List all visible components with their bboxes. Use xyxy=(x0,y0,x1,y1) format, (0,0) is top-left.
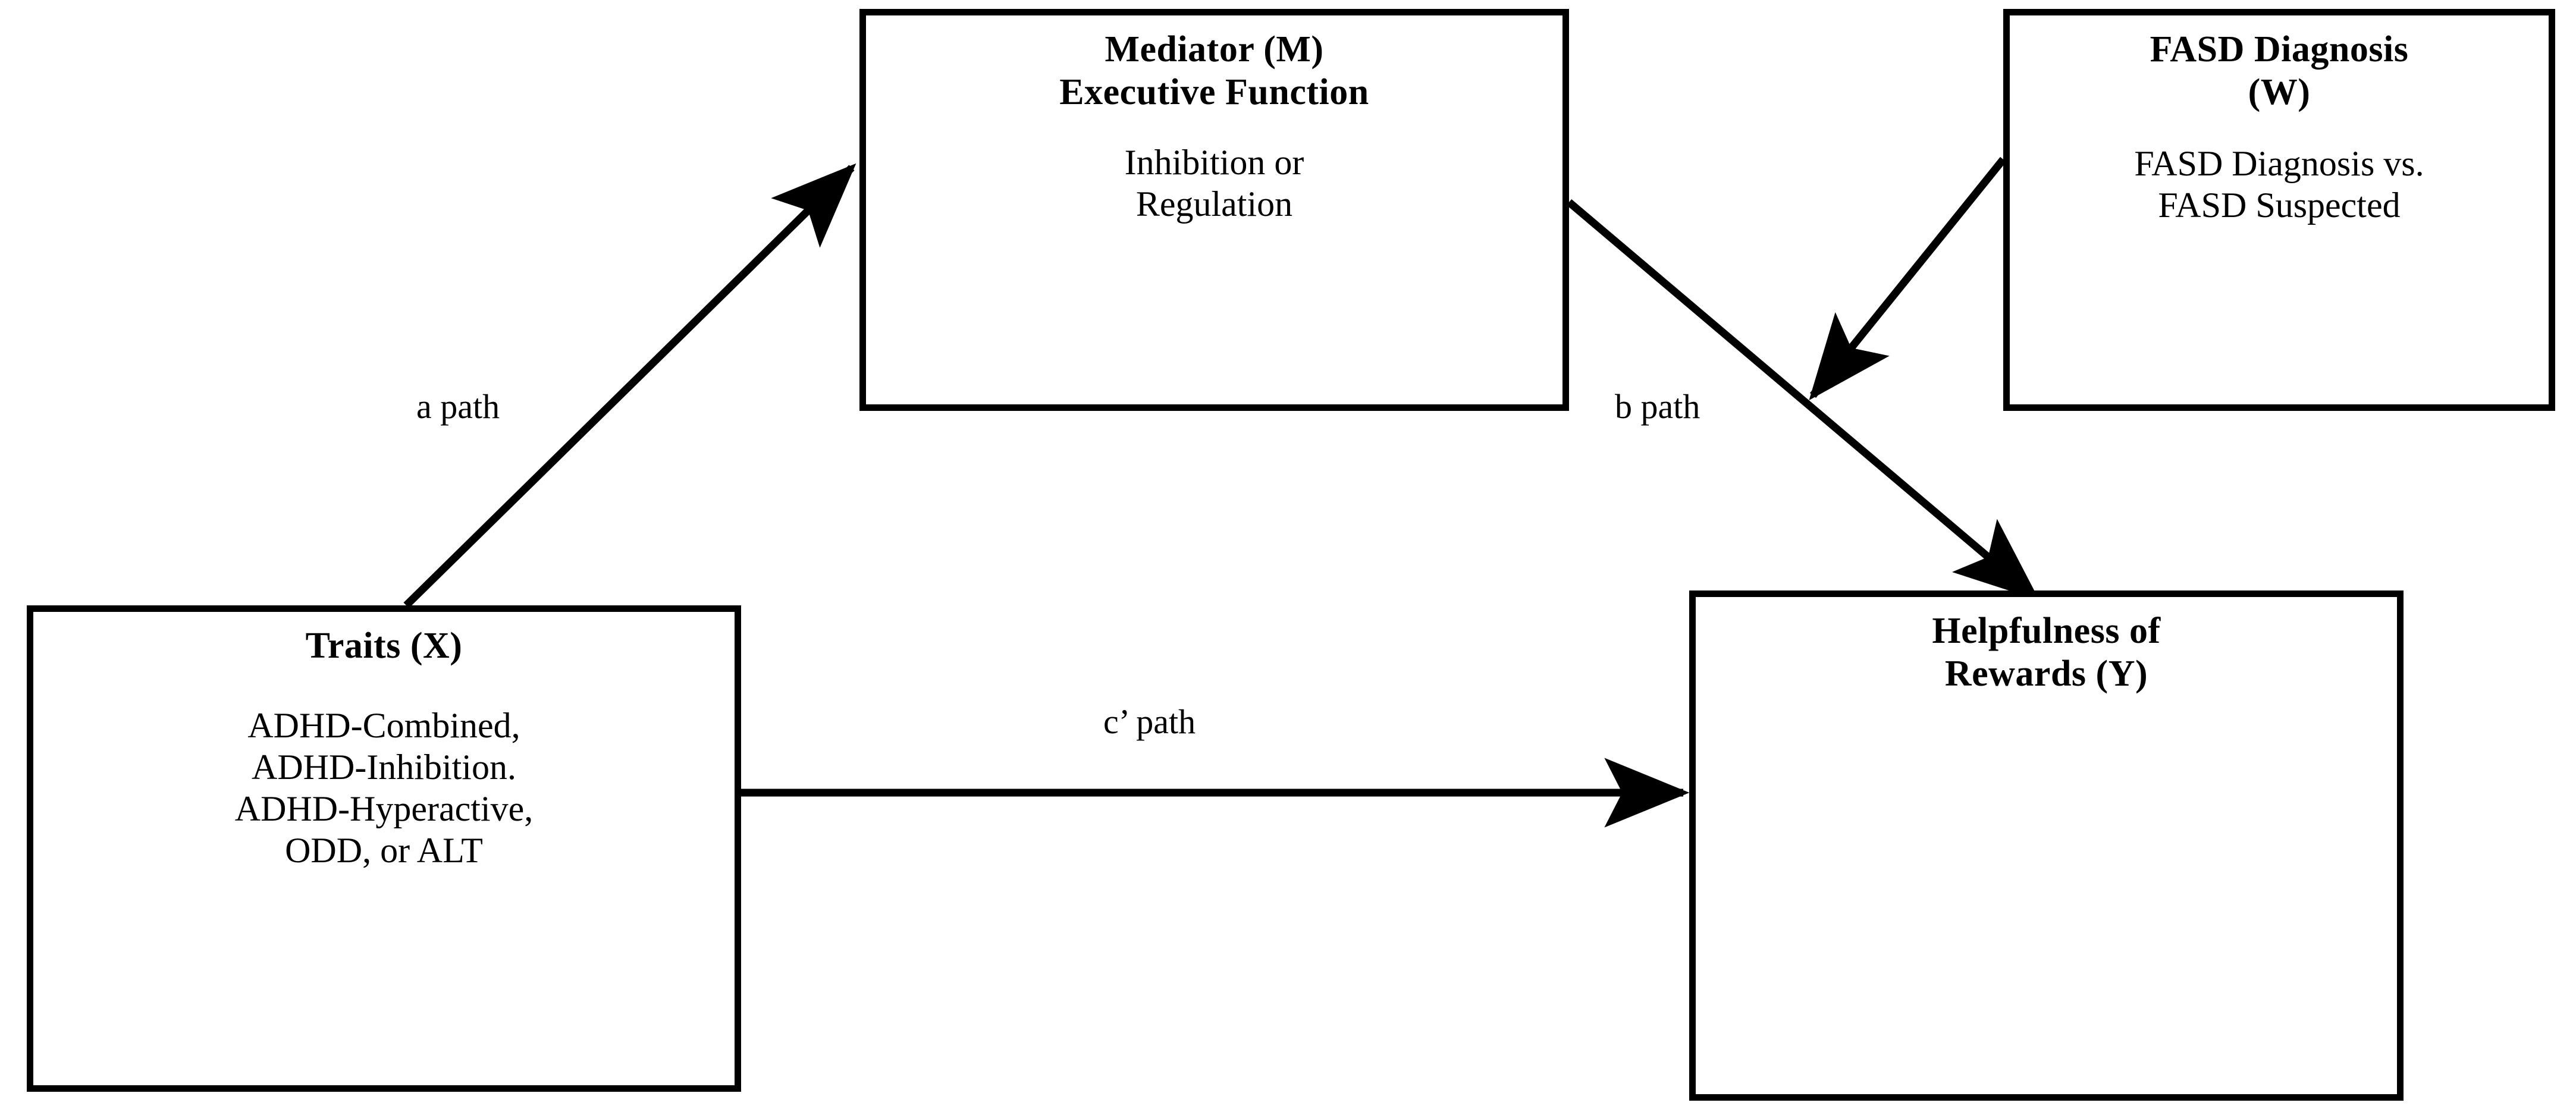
node-fasd-title: FASD Diagnosis (W) xyxy=(2010,29,2549,114)
node-fasd-title-line2: (W) xyxy=(2248,71,2311,112)
edge-label-a-path: a path xyxy=(416,387,500,426)
node-fasd-title-line1: FASD Diagnosis xyxy=(2150,29,2409,70)
node-mediator-body-line1: Inhibition or xyxy=(1124,142,1304,182)
node-traits-body: ADHD-Combined, ADHD-Inhibition. ADHD-Hyp… xyxy=(33,705,735,872)
edge-label-b-path: b path xyxy=(1615,387,1700,426)
node-traits-body-line3: ADHD-Hyperactive, xyxy=(234,789,534,829)
node-fasd-diagnosis-moderator: FASD Diagnosis (W) FASD Diagnosis vs. FA… xyxy=(2003,9,2555,411)
node-helpfulness-title: Helpfulness of Rewards (Y) xyxy=(1696,610,2397,696)
node-traits-body-line2: ADHD-Inhibition. xyxy=(252,747,516,787)
node-traits-body-line1: ADHD-Combined, xyxy=(247,705,520,745)
node-mediator-title-line2: Executive Function xyxy=(1059,71,1369,112)
node-fasd-body-line2: FASD Suspected xyxy=(2158,186,2401,225)
node-helpfulness-title-line2: Rewards (Y) xyxy=(1944,653,2148,694)
node-mediator-title: Mediator (M) Executive Function xyxy=(866,29,1562,114)
node-traits-title: Traits (X) xyxy=(305,626,463,666)
node-traits-predictor: Traits (X) ADHD-Combined, ADHD-Inhibitio… xyxy=(27,605,741,1092)
node-fasd-body: FASD Diagnosis vs. FASD Suspected xyxy=(2010,143,2549,226)
node-helpfulness-title-line1: Helpfulness of xyxy=(1932,611,2161,651)
edge-a-path-arrow xyxy=(403,163,856,608)
edge-moderator-w-arrow xyxy=(1809,156,2007,401)
node-mediator-title-line1: Mediator (M) xyxy=(1105,29,1324,70)
node-mediator-body-line2: Regulation xyxy=(1135,184,1293,224)
node-traits-body-line4: ODD, or ALT xyxy=(285,831,483,871)
node-fasd-body-line1: FASD Diagnosis vs. xyxy=(2134,143,2424,183)
node-mediator-executive-function: Mediator (M) Executive Function Inhibiti… xyxy=(859,9,1569,411)
edge-b-path-arrow xyxy=(1566,199,2040,601)
node-helpfulness-of-rewards-outcome: Helpfulness of Rewards (Y) xyxy=(1689,590,2404,1101)
node-mediator-body: Inhibition or Regulation xyxy=(866,142,1562,225)
edge-label-c-prime-path: c’ path xyxy=(1103,702,1196,741)
